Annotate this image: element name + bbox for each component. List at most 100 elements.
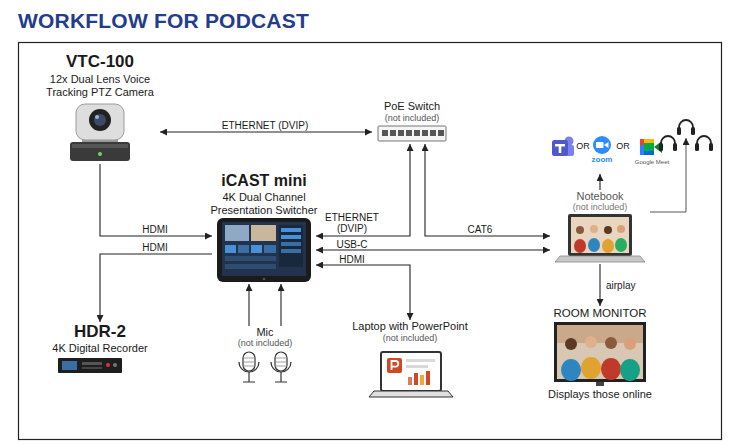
microphone-node: Mic(not included)	[222, 326, 308, 388]
headphones-illustration-part-part	[677, 127, 681, 135]
presentation-laptop-illustration-part	[369, 391, 453, 397]
microphone-illustration-part-part	[243, 372, 255, 382]
room-monitor-illustration-part	[605, 337, 617, 349]
room-monitor-illustration-part	[554, 322, 646, 382]
connector	[600, 264, 601, 306]
device-note: (not included)	[222, 338, 308, 348]
device-description: 4K Digital Recorder	[45, 342, 155, 355]
device-note: (not included)	[346, 333, 474, 343]
headphones-illustration-part-part	[661, 136, 675, 147]
presentation-laptop-illustration-part	[420, 375, 424, 385]
room-monitor-illustration-part	[601, 358, 621, 380]
teams-logo-part	[552, 140, 568, 156]
switcher-tablet-illustration-part	[263, 278, 266, 281]
device-description: 12x Dual Lens Voice Tracking PTZ Camera	[40, 73, 160, 99]
digital-recorder-illustration-part	[113, 363, 117, 367]
switcher-tablet-illustration-part	[217, 218, 311, 282]
switcher-tablet-illustration-part	[225, 256, 276, 261]
poe-switch-illustration-part	[398, 130, 404, 136]
device-description: 4K Dual Channel Presentation Switcher	[198, 191, 330, 217]
switcher-tablet-illustration-part	[238, 245, 249, 253]
notebook-illustration-part	[555, 256, 645, 262]
zoom-logo-part	[593, 136, 611, 154]
connector-line	[280, 284, 281, 326]
google-meet-logo-part	[644, 151, 654, 155]
recorder-node: HDR-24K Digital Recorder	[45, 322, 155, 378]
device-note: (not included)	[550, 202, 650, 212]
microphone-illustration-part	[239, 352, 259, 382]
device-name: Notebook	[550, 190, 650, 202]
room-monitor-illustration-part	[585, 336, 597, 348]
switcher-tablet-illustration-part	[281, 228, 301, 232]
device-name: HDR-2	[45, 322, 155, 342]
headphones-illustration-part-part	[673, 143, 677, 151]
google-meet-logo-part	[644, 139, 654, 143]
switcher-tablet-illustration-part	[251, 245, 262, 253]
notebook-illustration-part	[602, 239, 614, 253]
microphone-illustration-part-part	[275, 352, 287, 371]
device-name: Mic	[222, 326, 308, 338]
ptz-camera-illustration-part	[89, 109, 111, 131]
presentation-laptop-illustration-part	[406, 359, 435, 362]
poe-switch-illustration-part	[422, 130, 428, 136]
room-monitor-node: ROOM MONITORDisplays those online	[546, 306, 654, 402]
google-meet-logo-part	[640, 145, 644, 155]
connector	[100, 164, 212, 236]
headphones-illustration-part-part	[709, 143, 713, 151]
camera-node: VTC-10012x Dual Lens Voice Tracking PTZ …	[40, 52, 160, 164]
headphones-illustration-part-part	[679, 120, 693, 131]
digital-recorder-illustration-part	[58, 358, 122, 373]
presentation-laptop-illustration-part	[392, 361, 399, 370]
poe-switch-illustration-part	[406, 130, 412, 136]
switcher-tablet-illustration-part	[264, 245, 276, 253]
teams-logo	[552, 137, 574, 157]
room-monitor-illustration-part	[624, 338, 636, 350]
device-name: ROOM MONITOR	[535, 306, 665, 320]
connector-label: airplay	[606, 280, 656, 291]
connector-line	[100, 254, 212, 322]
switcher-tablet-illustration-part	[281, 235, 301, 239]
connector-label: USB-C	[322, 239, 382, 250]
ptz-camera-illustration-part	[98, 152, 102, 156]
diagram-title: WORKFLOW FOR PODCAST	[18, 9, 309, 33]
notebook-illustration-part	[588, 238, 600, 252]
presentation-laptop-node: Laptop with PowerPoint(not included)	[346, 320, 474, 400]
ptz-camera-illustration-part	[95, 115, 99, 119]
device-name: PoE Switch	[372, 100, 452, 113]
notebook-illustration-part	[590, 225, 598, 233]
switcher-tablet-illustration-part	[279, 225, 303, 267]
room-monitor-illustration-part	[565, 338, 577, 350]
teams-logo-part	[559, 144, 562, 153]
device-name: VTC-100	[40, 52, 160, 72]
connector-line	[425, 144, 550, 236]
zoom-logo	[593, 136, 611, 154]
ptz-camera-illustration	[70, 104, 130, 161]
switcher-tablet-illustration-part	[222, 222, 306, 276]
headphones-illustration-part-part	[695, 143, 699, 151]
presentation-laptop-illustration-part	[406, 365, 428, 368]
connector-line	[316, 144, 410, 236]
microphone-illustration-part-part	[271, 362, 291, 372]
connector	[100, 254, 212, 322]
or-word: OR	[616, 141, 630, 151]
digital-recorder-illustration-part	[82, 362, 102, 365]
connector-line	[160, 131, 372, 132]
or-word: OR	[576, 141, 590, 151]
poe-switch-illustration-part	[430, 130, 436, 136]
digital-recorder-illustration	[58, 358, 122, 373]
poe-switch-illustration-part	[390, 130, 396, 136]
headphones-illustration-part	[677, 120, 695, 135]
microphone-illustration-part	[271, 352, 291, 382]
microphone-illustration-part-part	[243, 358, 255, 366]
digital-recorder-illustration-part	[82, 367, 102, 369]
poe-switch-illustration-part	[382, 130, 388, 136]
connector-line	[100, 164, 212, 236]
connector-line	[599, 174, 600, 190]
switcher-tablet-illustration-part	[225, 264, 276, 269]
device-name: Laptop with PowerPoint	[346, 320, 474, 333]
room-monitor-illustration-part	[581, 357, 601, 379]
digital-recorder-illustration-part	[106, 363, 110, 367]
switcher-tablet-illustration	[217, 218, 311, 282]
google-meet-logo-part	[640, 139, 644, 145]
connector	[249, 284, 281, 326]
